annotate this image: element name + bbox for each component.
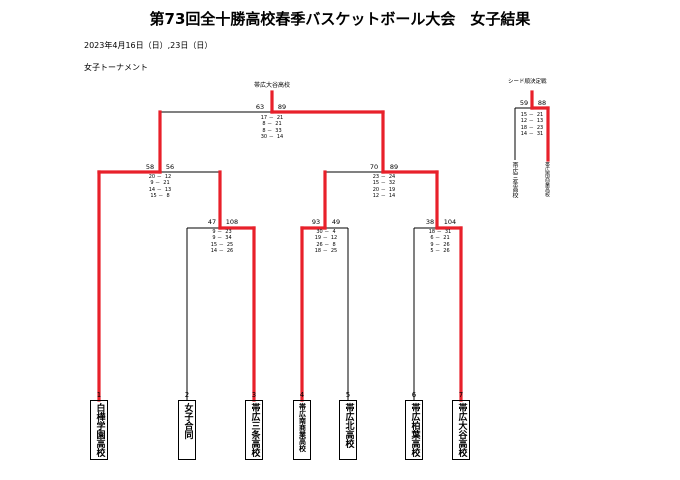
page-title: 第73回全十勝高校春季バスケットボール大会 女子結果 [149,10,531,28]
seed-score-right: 88 [537,99,547,107]
r1-m67-score-left: 38 [425,218,435,226]
team-box: 白樺学園高校 [90,400,108,460]
seed-number: 3 [251,391,257,399]
seed-left-team: 帯広三条高校 [511,162,518,198]
r1-m23-score-right: 108 [225,218,239,226]
final-score-right: 89 [277,103,287,111]
r1-m67-quarters: 18 － 31 6 － 21 9 － 26 5 － 26 [428,229,452,254]
final-score-left: 63 [255,103,265,111]
team-box: 女子合同 [178,400,196,460]
seed-match-title: シード順決定戦 [508,79,547,85]
r1-m23-quarters: 9 － 23 9 － 34 15 － 25 14 － 26 [210,229,234,254]
champion-label: 帯広大谷高校 [253,82,290,89]
team-box: 帯広柏葉高校 [405,400,423,460]
semi-left-score-left: 58 [145,163,155,171]
seed-number: 2 [184,391,190,399]
event-date: 2023年4月16日（日）,23日（日） [84,41,213,50]
seed-quarters: 15 － 21 12 － 13 18 － 23 14 － 31 [520,112,544,137]
team-box: 帯広南商業高校 [293,400,311,460]
seed-right-team: 帯広南商業高校 [544,162,550,197]
r1-m45-score-right: 49 [331,218,341,226]
semi-right-quarters: 23 － 24 15 － 32 20 － 19 12 － 14 [372,174,396,199]
semi-right-score-right: 89 [389,163,399,171]
semi-left-score-right: 56 [165,163,175,171]
team-box: 帯広大谷高校 [452,400,470,460]
team-box: 帯広北高校 [339,400,357,460]
r1-m23-score-left: 47 [207,218,217,226]
seed-number: 4 [299,391,305,399]
seed-number: 5 [345,391,351,399]
semi-left-quarters: 20 － 12 9 － 21 14 － 13 15 － 8 [148,174,172,199]
r1-m67-score-right: 104 [443,218,457,226]
seed-number: 1 [96,391,102,399]
r1-m45-quarters: 30 － 4 19 － 12 26 － 8 18 － 25 [314,229,338,254]
final-quarters: 17 － 21 8 － 21 8 － 33 30 － 14 [260,115,284,140]
seed-number: 6 [411,391,417,399]
section-title: 女子トーナメント [84,63,148,72]
team-box: 帯広三条高校 [245,400,263,460]
seed-number: 7 [458,391,464,399]
r1-m45-score-left: 93 [311,218,321,226]
semi-right-score-left: 70 [369,163,379,171]
seed-score-left: 59 [519,99,529,107]
